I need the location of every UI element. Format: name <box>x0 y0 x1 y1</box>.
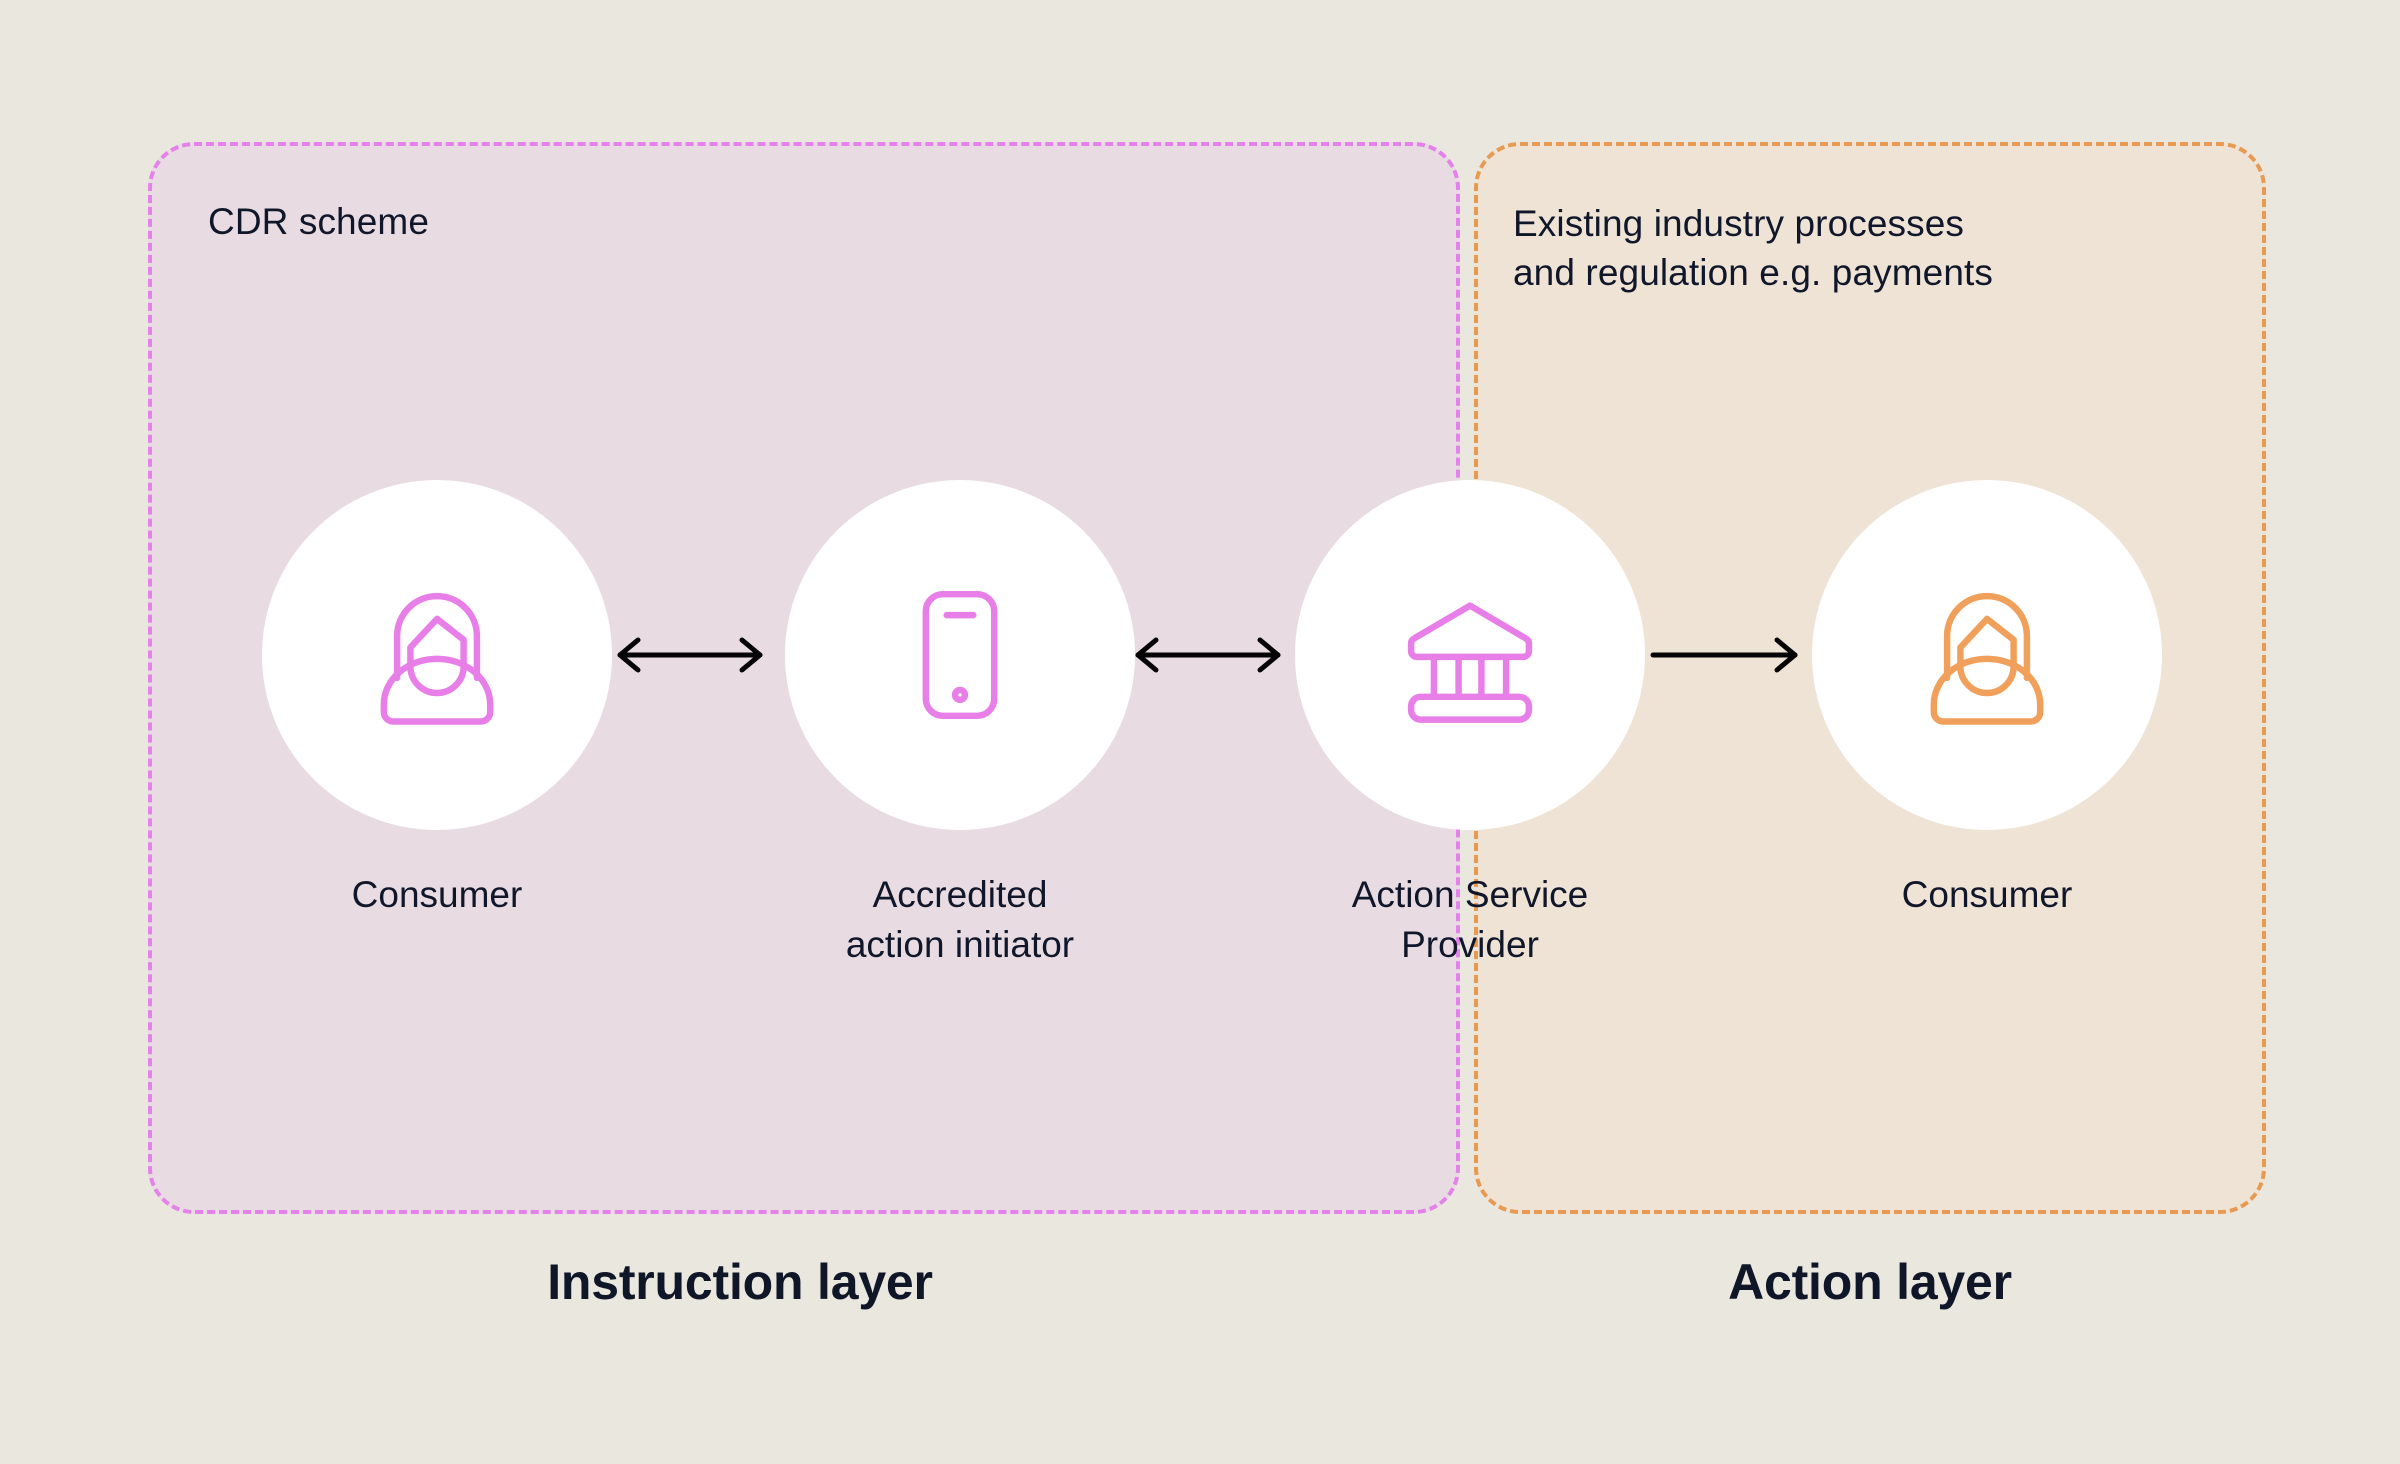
person-icon <box>342 560 532 750</box>
bank-icon <box>1375 560 1565 750</box>
instruction-panel-caption: CDR scheme <box>208 201 429 242</box>
right-arrow-icon <box>1645 633 1805 677</box>
double-arrow-icon <box>610 633 770 677</box>
node-disc <box>1295 480 1645 830</box>
node-accredited-action-initiator: Accredited action initiator <box>785 480 1135 970</box>
node-label: Consumer <box>1901 874 2073 915</box>
action-panel-caption: Existing industry processes and regulati… <box>1513 203 1994 293</box>
node-disc <box>262 480 612 830</box>
node-label: Action Service Provider <box>1351 874 1589 965</box>
node-consumer-left: Consumer <box>262 480 612 920</box>
arrow-asp-to-consumer <box>1645 633 1805 677</box>
node-disc <box>1812 480 2162 830</box>
node-label: Consumer <box>351 874 523 915</box>
arrow-initiator-to-asp <box>1128 633 1288 677</box>
double-arrow-icon <box>1128 633 1288 677</box>
node-action-service-provider: Action Service Provider <box>1295 480 1645 970</box>
mobile-phone-icon <box>865 560 1055 750</box>
action-layer-title: Action layer <box>1728 1254 2012 1310</box>
arrow-consumer-to-initiator <box>610 633 770 677</box>
person-icon <box>1892 560 2082 750</box>
node-label: Accredited action initiator <box>845 874 1075 965</box>
node-disc <box>785 480 1135 830</box>
node-consumer-right: Consumer <box>1812 480 2162 920</box>
instruction-layer-title: Instruction layer <box>547 1254 933 1310</box>
